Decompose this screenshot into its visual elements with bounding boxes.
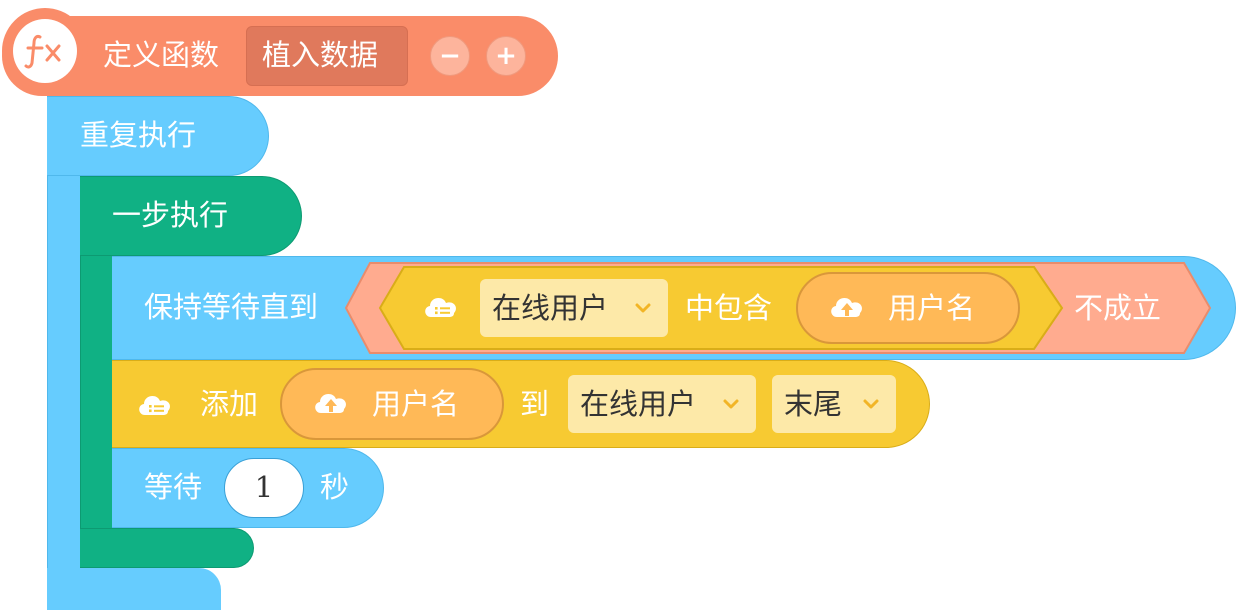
remove-param-button[interactable]: − <box>430 36 470 76</box>
username-reporter-label: 用户名 <box>888 291 976 325</box>
step-block[interactable] <box>80 176 302 256</box>
repeat-label: 重复执行 <box>80 118 197 152</box>
repeat-block-spine[interactable] <box>47 96 81 608</box>
list-select-value: 在线用户 <box>492 291 609 325</box>
contains-label: 中包含 <box>685 291 773 325</box>
username-reporter-label: 用户名 <box>372 387 460 421</box>
negation-label: 不成立 <box>1074 291 1162 325</box>
repeat-block[interactable] <box>47 96 269 176</box>
to-label: 到 <box>520 387 550 421</box>
cloud-list-icon <box>425 297 457 317</box>
seconds-unit-label: 秒 <box>320 470 350 504</box>
chevron-down-icon <box>723 399 739 409</box>
list-add-block[interactable] <box>112 360 930 448</box>
repeat-block-foot[interactable] <box>47 568 221 610</box>
define-function-label: 定义函数 <box>103 38 220 72</box>
wait-until-label: 保持等待直到 <box>144 290 319 324</box>
cloud-variable-icon <box>831 297 863 317</box>
chevron-down-icon <box>635 303 651 313</box>
function-name-field[interactable] <box>246 26 408 86</box>
add-label: 添加 <box>200 387 259 421</box>
list-select-dropdown[interactable] <box>480 279 668 337</box>
chevron-down-icon <box>863 399 879 409</box>
function-name-text: 植入数据 <box>262 38 379 72</box>
seconds-value: 1 <box>254 470 274 504</box>
step-label: 一步执行 <box>112 198 229 232</box>
seconds-input[interactable] <box>224 458 304 518</box>
target-list-value: 在线用户 <box>580 387 697 421</box>
wait-label: 等待 <box>144 470 203 504</box>
target-list-dropdown[interactable] <box>568 375 756 433</box>
position-value: 末尾 <box>784 387 843 421</box>
cloud-list-icon <box>139 395 171 415</box>
cloud-variable-icon <box>315 393 347 413</box>
function-fx-icon <box>13 19 77 83</box>
step-block-foot[interactable] <box>80 528 254 568</box>
add-param-button[interactable]: + <box>486 36 526 76</box>
